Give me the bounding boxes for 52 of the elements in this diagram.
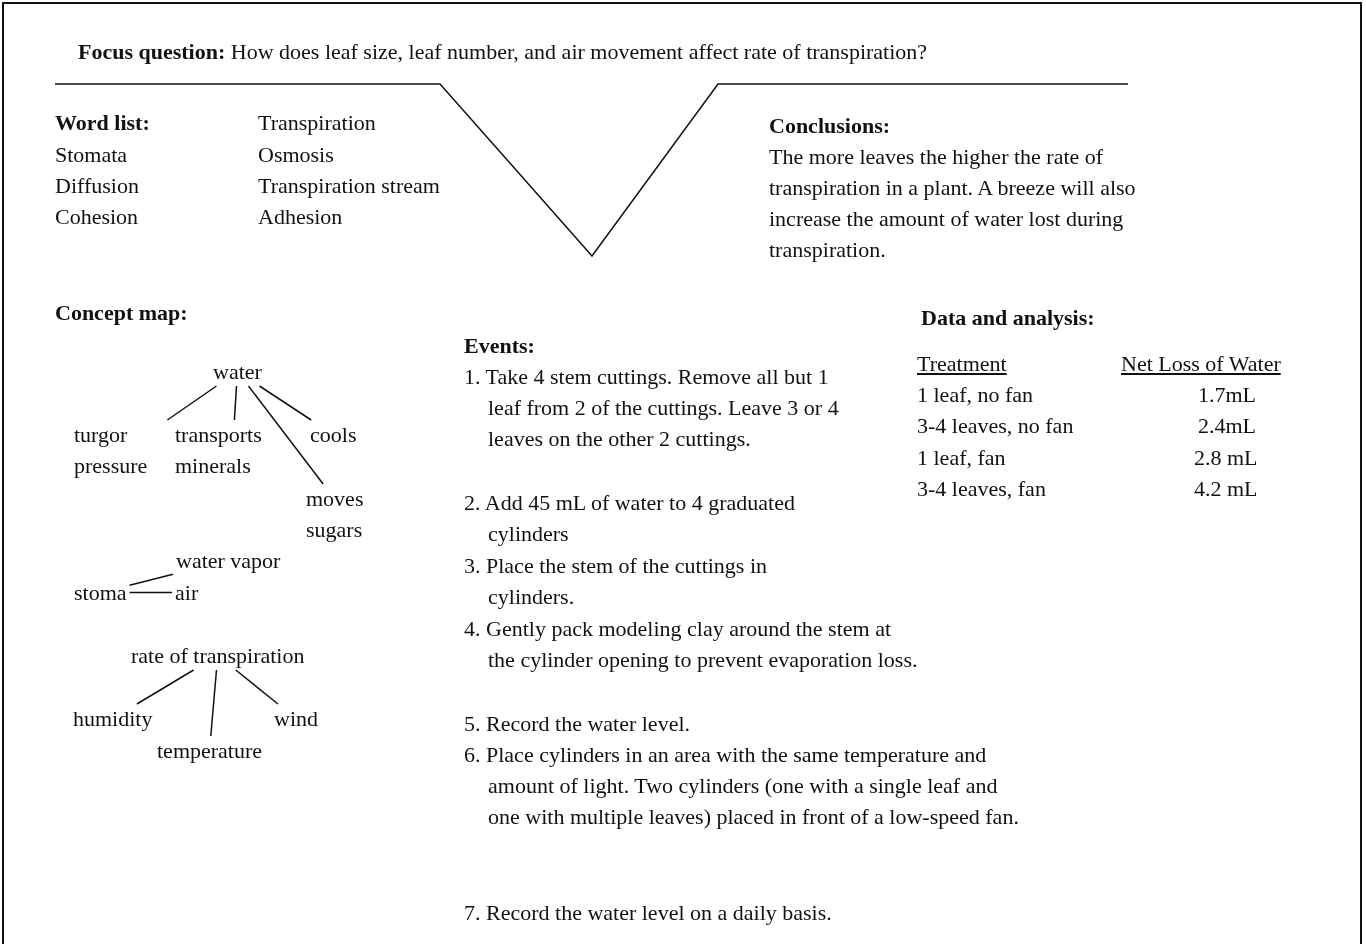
concept-word: humidity: [73, 703, 153, 734]
connector-line: [166, 385, 218, 421]
concept-word: turgor pressure: [74, 419, 174, 481]
section-heading: Data and analysis:: [921, 304, 1095, 332]
table-cell-text: 1.7mL: [1198, 381, 1257, 409]
concept-word: temperature: [157, 735, 263, 766]
concept-word: water vapor: [176, 545, 281, 576]
section-heading: Concept map:: [55, 299, 188, 327]
concept-word: wind: [274, 703, 318, 734]
connector-line: [128, 591, 173, 594]
conclusion-text: The more leaves the higher the rate of transpiration in a plant. A breeze will also increase the amount of water lost during transpiration.: [769, 143, 1137, 264]
concept-word: rate of transpiration: [131, 640, 305, 671]
word-list-term: Transpiration stream: [258, 172, 440, 200]
connector-line: [247, 385, 324, 485]
concept-word: stoma: [74, 577, 127, 608]
word-list-term: Osmosis: [258, 141, 334, 169]
concept-word: cools: [310, 419, 357, 450]
procedure-step: 4. Gently pack modeling clay around the stem at the cylinder opening to prevent evaporation loss.: [464, 613, 918, 675]
concept-word: moves sugars: [306, 483, 386, 545]
table-cell-text: 1 leaf, fan: [917, 444, 1006, 472]
concept-word: transports minerals: [175, 419, 290, 481]
section-heading: Conclusions:: [769, 112, 891, 140]
table-cell-text: 1 leaf, no fan: [917, 381, 1034, 409]
word-list-term: Transpiration: [258, 109, 376, 137]
table-cell-text: 3-4 leaves, fan: [917, 475, 1046, 503]
section-heading: Events:: [464, 332, 535, 360]
column-header: Net Loss of Water: [1121, 350, 1281, 378]
procedure-step: 2. Add 45 mL of water to 4 graduated cylinders: [464, 487, 838, 549]
procedure-step: 3. Place the stem of the cuttings in cylinders.: [464, 550, 838, 612]
connector-line: [233, 385, 238, 421]
word-list-term: Stomata: [55, 141, 128, 169]
connector-line: [136, 669, 195, 705]
concept-word: air: [175, 577, 199, 608]
procedure-step: 7. Record the water level on a daily basis.: [464, 897, 988, 928]
word-list-term: Cohesion: [55, 203, 139, 231]
table-cell-text: 4.2 mL: [1194, 475, 1258, 503]
section-heading: Word list:: [55, 109, 150, 137]
connector-line: [258, 385, 312, 421]
table-cell-text: 2.8 mL: [1194, 444, 1258, 472]
connector-line: [210, 669, 218, 737]
column-header: Treatment: [917, 350, 1007, 378]
concept-word: water: [213, 356, 262, 387]
focus-question: Focus question: How does leaf size, leaf number, and air movement affect rate of transpiration?: [78, 38, 928, 66]
connector-line: [128, 573, 174, 586]
procedure-step: 1. Take 4 stem cuttings. Remove all but 1 leaf from 2 of the cuttings. Leave 3 or 4 leaves on the other 2 cuttings.: [464, 361, 863, 454]
table-cell-text: 3-4 leaves, no fan: [917, 412, 1074, 440]
word-list-term: Diffusion: [55, 172, 139, 200]
connector-line: [235, 669, 279, 705]
word-list-term: Adhesion: [258, 203, 343, 231]
table-cell-text: 2.4mL: [1198, 412, 1257, 440]
procedure-step: 6. Place cylinders in an area with the same temperature and amount of light. Two cylinders (one with a single leaf and one with multiple leaves) placed in front of a low-speed fan.: [464, 739, 1023, 832]
procedure-step: 5. Record the water level.: [464, 708, 888, 739]
